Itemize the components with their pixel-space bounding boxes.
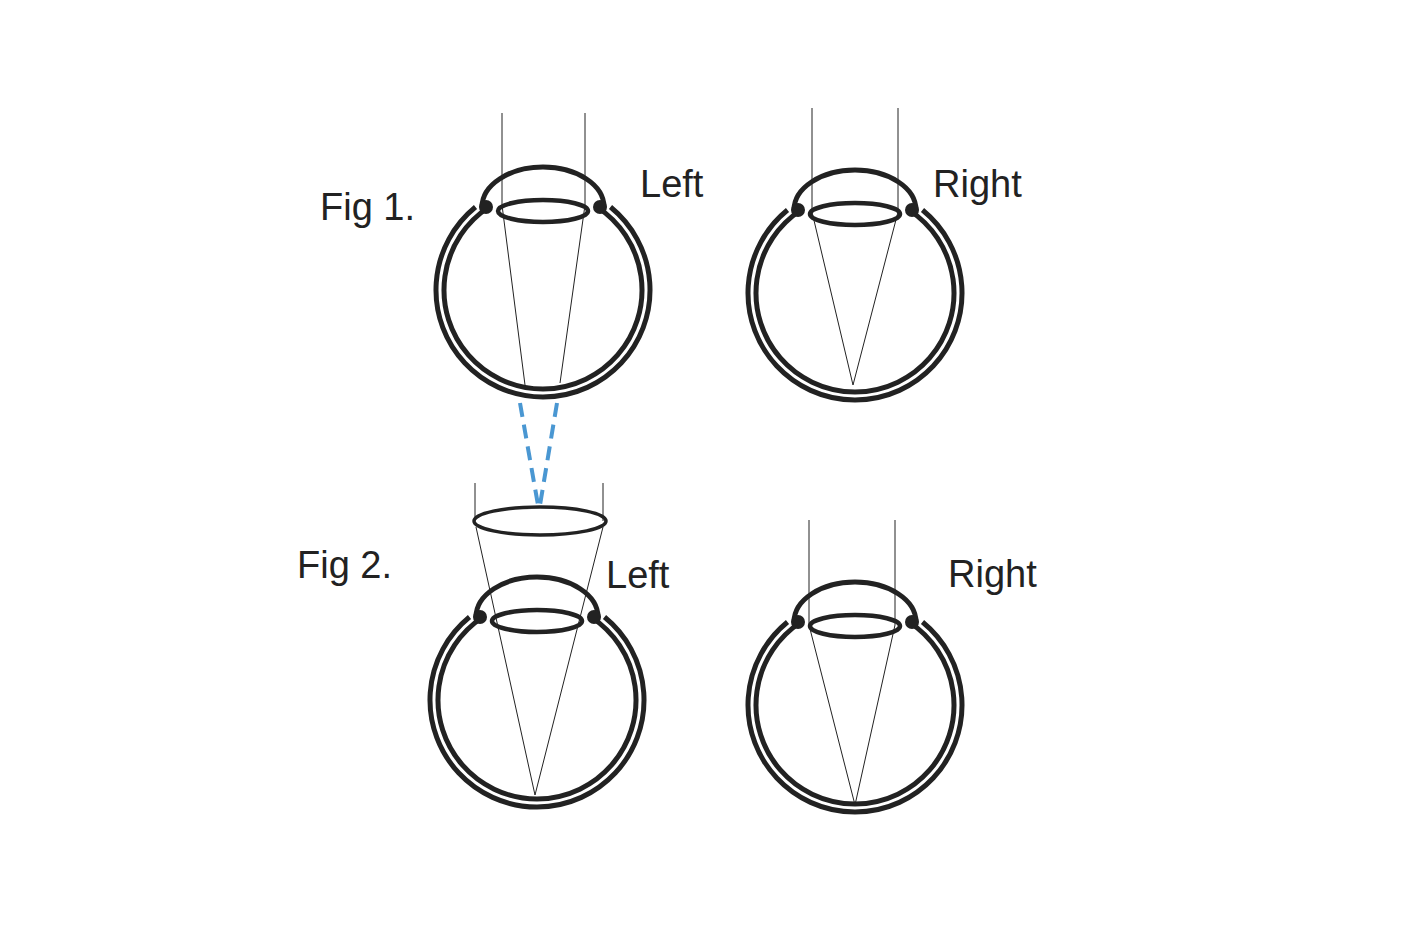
figure-label: Fig 1. <box>320 188 415 226</box>
eye-side-label: Left <box>640 165 703 203</box>
right-eye <box>748 582 962 812</box>
eye-side-label: Right <box>933 165 1022 203</box>
light-rays <box>475 108 898 805</box>
left-eye <box>430 577 644 807</box>
left-eye <box>436 167 650 397</box>
figure-label: Fig 2. <box>297 546 392 584</box>
projection-lines <box>520 403 557 505</box>
right-eye <box>748 170 962 400</box>
eye-side-label: Left <box>606 556 669 594</box>
corrective-lens <box>474 507 606 535</box>
eye-side-label: Right <box>948 555 1037 593</box>
